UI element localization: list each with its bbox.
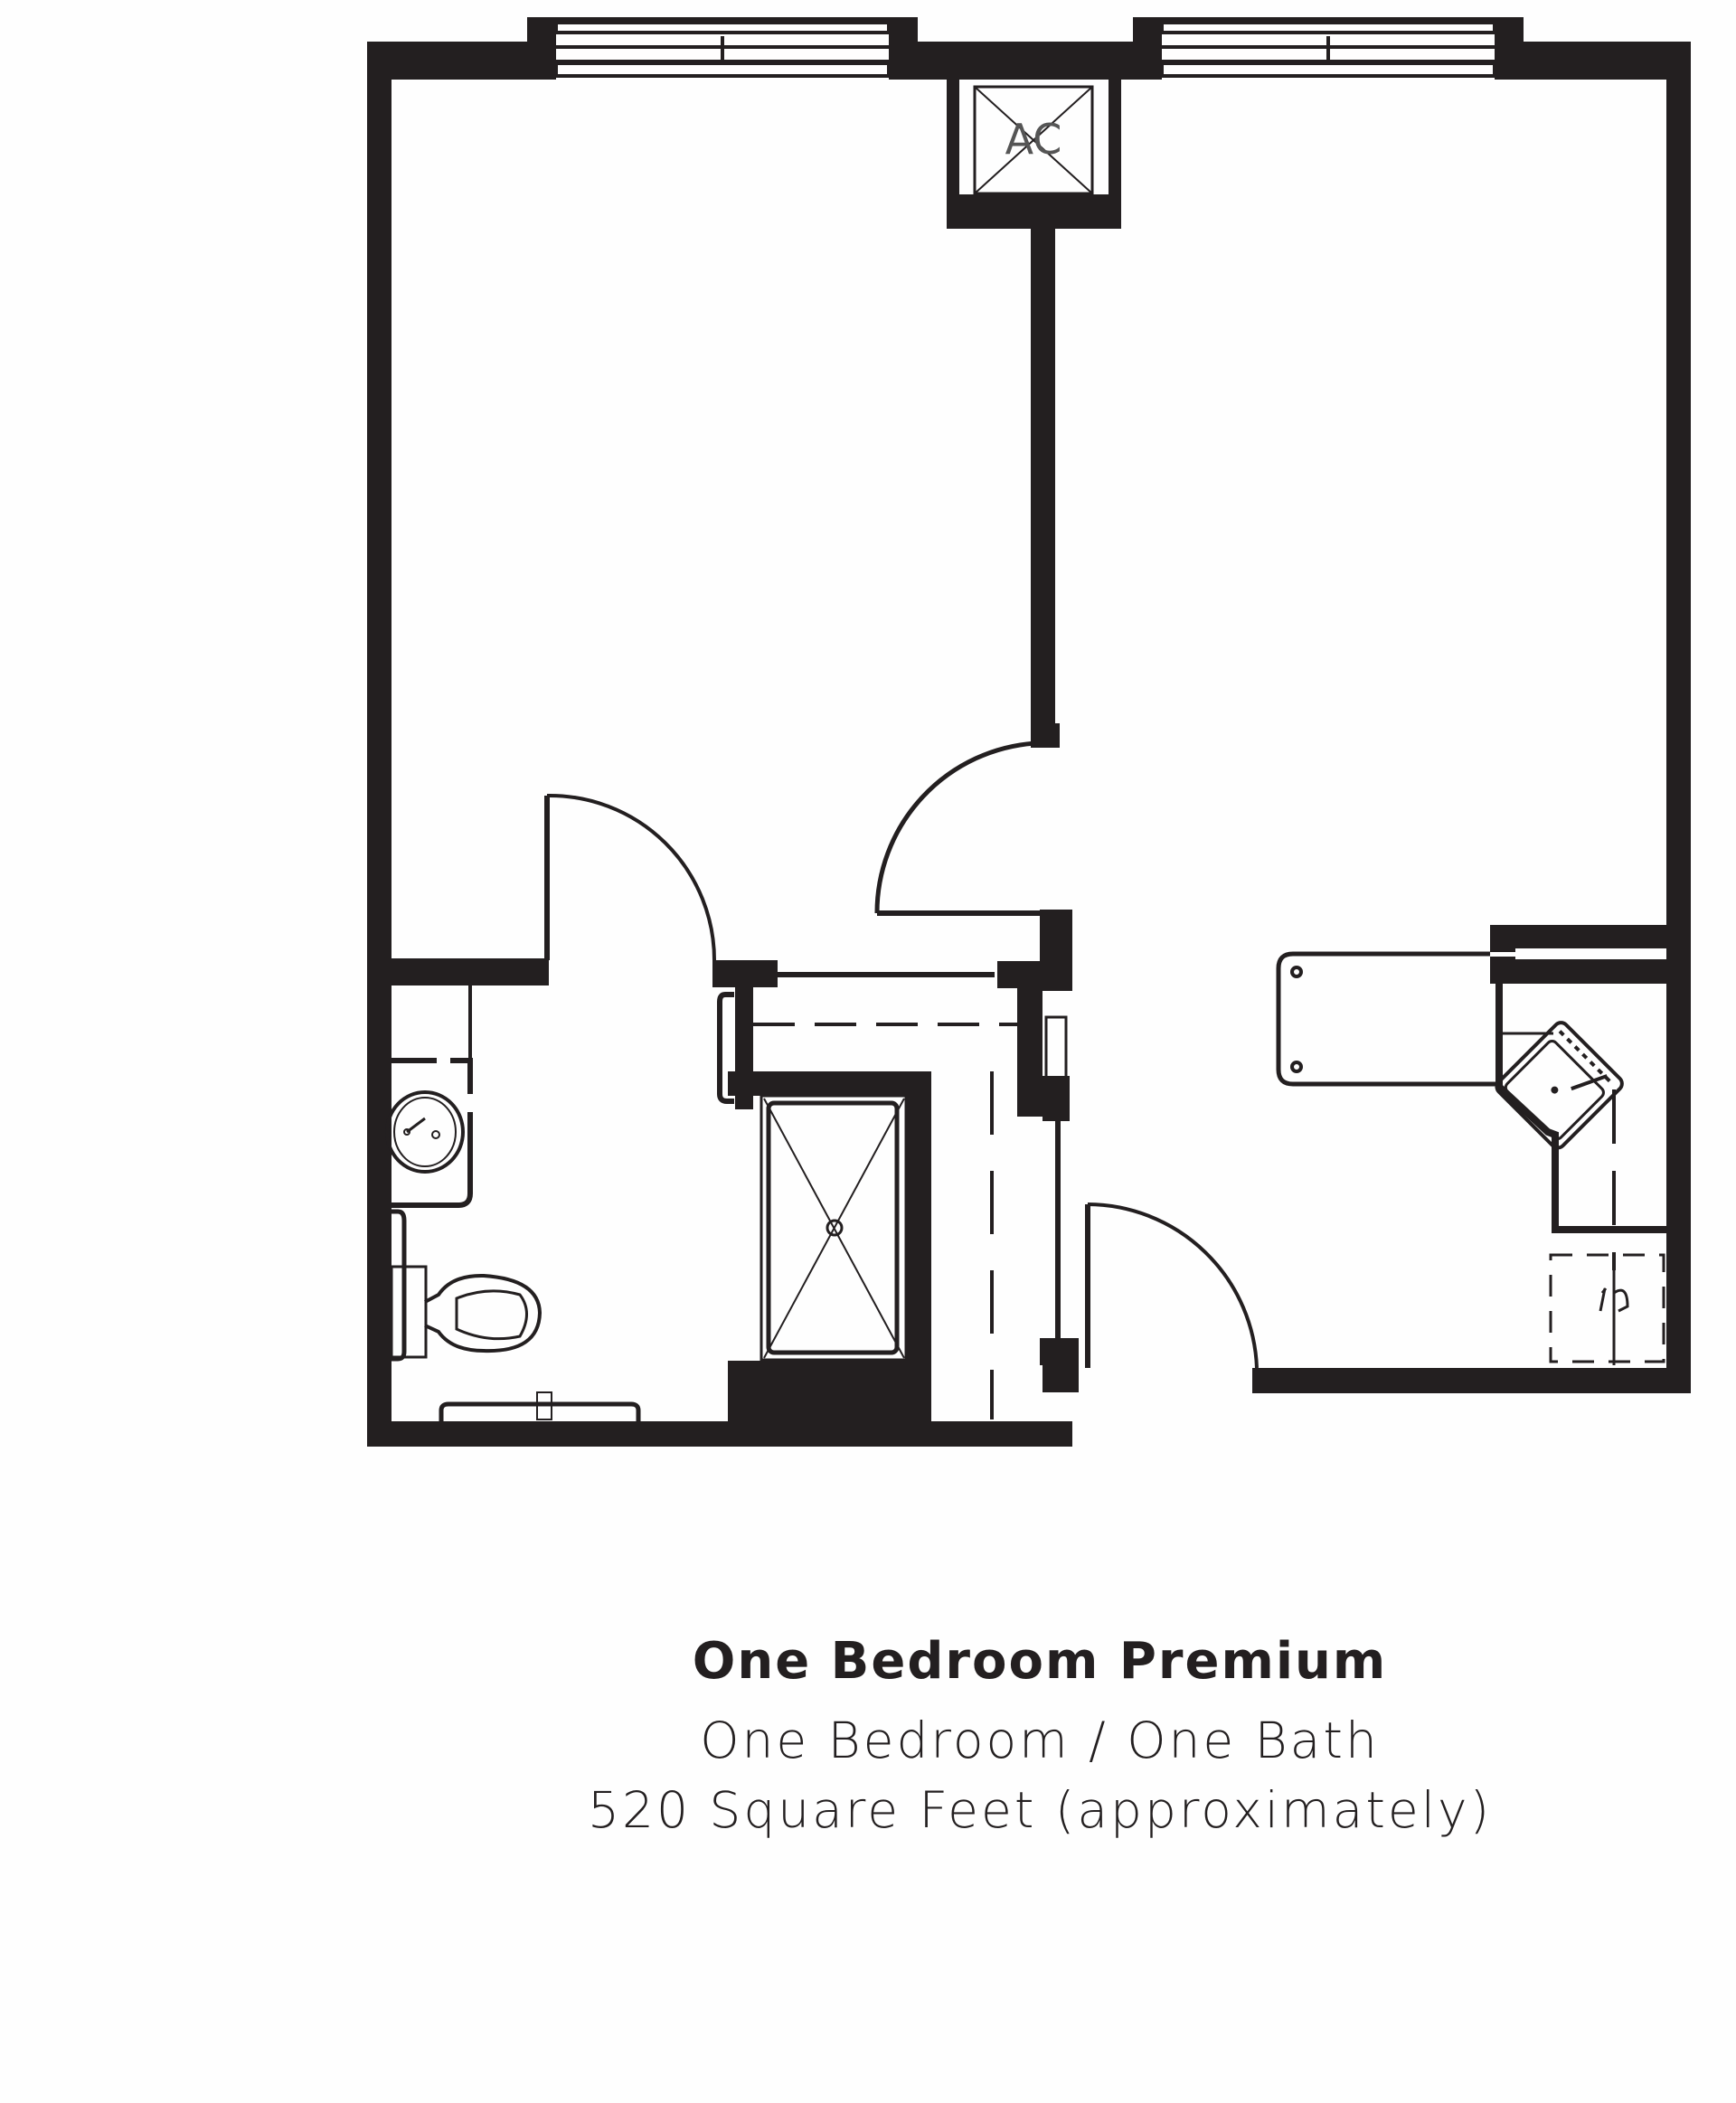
kitchen-sink bbox=[1495, 1021, 1624, 1150]
bath-wall bbox=[392, 793, 1072, 1121]
closet bbox=[717, 987, 1079, 1424]
fridge-area bbox=[1549, 1253, 1665, 1365]
bath-vanity bbox=[385, 985, 473, 1208]
central-wall bbox=[1031, 229, 1055, 746]
kitchen-counter bbox=[1276, 951, 1666, 1270]
bedroom-door bbox=[874, 723, 1060, 916]
shower bbox=[760, 1094, 908, 1362]
window-left bbox=[527, 17, 918, 80]
outer-walls bbox=[367, 42, 1691, 1447]
grab-bar bbox=[439, 1385, 904, 1421]
ac-unit: AC bbox=[947, 80, 1121, 229]
ac-label: AC bbox=[1005, 115, 1062, 164]
toilet bbox=[390, 1209, 542, 1362]
plan-layout: One Bedroom / One Bath bbox=[700, 1712, 1380, 1769]
plan-area: 520 Square Feet (approximately) bbox=[587, 1781, 1493, 1839]
kitchen-wall bbox=[1490, 925, 1666, 1089]
entry-door bbox=[1085, 1202, 1259, 1369]
window-right bbox=[1133, 17, 1524, 80]
plan-title: One Bedroom Premium bbox=[692, 1632, 1388, 1691]
floor-plan: AC bbox=[367, 17, 1691, 1447]
